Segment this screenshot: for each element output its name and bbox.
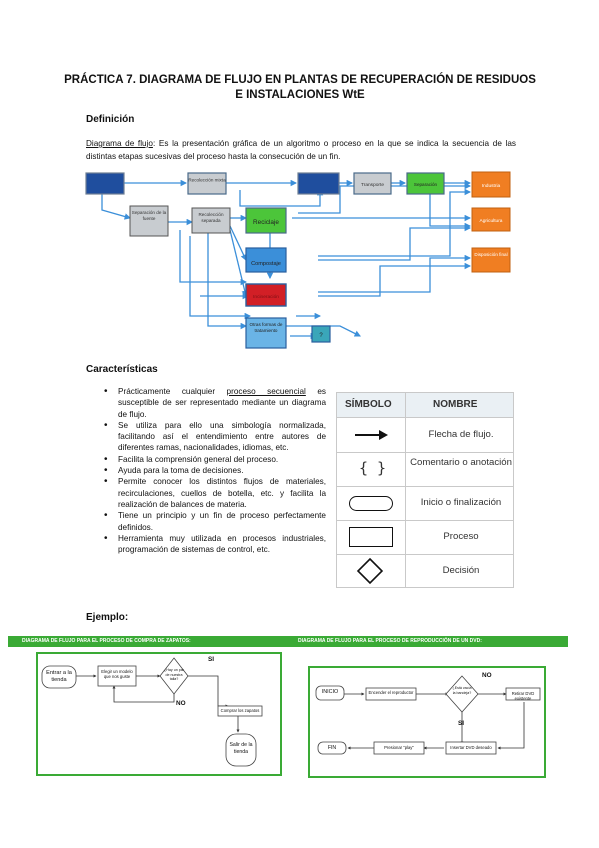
section-heading-ejemplo: Ejemplo: [86,612,129,623]
label-compostaje: Compostaje [251,261,281,267]
col-symbol: SÍMBOLO [345,399,392,410]
definition-text: : Es la presentación gráfica de un algor… [86,139,516,161]
diagram-box-separacion [406,172,445,195]
diagram-box-question [311,325,331,343]
label-question: ? [319,333,323,339]
list-item: Facilita la comprensión general del proc… [104,454,326,466]
definition-term: Diagrama de flujo [86,139,153,148]
ex2-play: Presionar "play" [384,745,414,750]
ex2-no: NO [482,672,492,679]
example1-frame: Entrar a la tienda Elegir un modelo que … [36,652,282,776]
example2-diagram [315,675,541,755]
diagram-box-compostaje [245,247,287,273]
example2-banner: DIAGRAMA DE FLUJO PARA EL PROCESO DE REP… [284,636,568,647]
diagram-box-recoleccion-mixta [187,172,227,195]
diagram-box-separacion-fuente [129,205,169,237]
list-item: Prácticamente cualquier proceso secuenci… [104,386,326,420]
section-heading-caracteristicas: Características [86,364,158,375]
list-item: Ayuda para la toma de decisiones. [104,465,326,477]
diagram-box-agricultura [471,207,511,232]
ex1-no: NO [176,700,186,707]
table-row: Proceso [337,520,513,555]
list-item: Tiene un principio y un fin de proceso p… [104,510,326,533]
ex2-end: FIN [327,745,337,751]
label-separacion-fuente: Separación de la fuente [131,210,167,221]
ex1-start: Entrar a la tienda [46,670,72,683]
diamond-icon [356,557,384,585]
waste-flow-diagram: Recolección mixta Transporte Separación … [85,171,511,349]
diagram-box-otras-formas [245,317,287,349]
braces-icon: { } [359,459,387,477]
diagram-box-source [85,172,125,195]
label-reciclaje: Reciclaje [253,219,279,226]
ex1-decision: ¿Hay un par de nuestra talla? [164,668,184,681]
table-row: { } Comentario o anotación [337,452,513,487]
table-row: Inicio o finalización [337,486,513,521]
label-otras-formas: Otras formas de tratamiento [249,322,283,333]
diagram-box-disposicion-final [471,247,511,273]
ex1-end: Salir de la tienda [229,742,253,755]
ex2-power: Encender el reproductor [368,690,414,695]
section-heading-definicion: Definición [86,114,135,125]
svg-text:Recolección mixta: Recolección mixta [188,178,226,183]
ex2-decision: ¿Está vacía la bandeja? [452,686,472,695]
rect-icon [349,527,393,547]
list-item: Se utiliza para ello una simbología norm… [104,420,326,454]
ex2-si: SI [458,720,465,727]
rounded-rect-icon [349,496,393,511]
diagram-box-transporte [353,172,392,195]
arrow-icon [355,430,388,440]
characteristics-list: Prácticamente cualquier proceso secuenci… [104,386,326,555]
page-title: PRÁCTICA 7. DIAGRAMA DE FLUJO EN PLANTAS… [64,74,536,101]
example1-banner: DIAGRAMA DE FLUJO PARA EL PROCESO DE COM… [8,636,292,647]
label-transporte: Transporte [361,182,384,188]
label-industria: Industria [482,183,501,189]
table-row: Flecha de flujo. [337,418,513,453]
diagram-box-reciclaje [245,207,287,234]
col-name: NOMBRE [433,399,478,410]
link-proceso-secuencial[interactable]: proceso secuencial [226,387,306,396]
ex1-si: SI [208,656,215,663]
table-row: Decisión [337,554,513,587]
diagram-box-incineracion [245,283,287,307]
label-recoleccion-separada: Recolección separada [198,212,224,223]
label-agricultura: Agricultura [480,218,503,224]
label-separacion: Separación [414,182,438,187]
diagram-box-collection [297,172,340,195]
ex2-remove: Retirar DVD existente [511,691,535,701]
definition-paragraph: Diagrama de flujo: Es la presentación gr… [86,137,516,163]
diagram-box-industria [471,171,511,198]
ex2-start: INICIO [321,689,339,695]
list-item: Herramienta muy utilizada en procesos in… [104,533,326,556]
example2-frame: INICIO Encender el reproductor ¿Está vac… [308,666,546,778]
ex1-choose: Elegir un modelo que nos guste [101,669,133,679]
ex1-buy: Comprar los zapatos [220,708,260,713]
list-item: Permite conocer los distintos flujos de … [104,476,326,510]
label-incineracion: Incineración [253,294,279,300]
symbol-table-header: SÍMBOLO NOMBRE [337,393,513,418]
ex2-insert: Insertar DVD deseado [450,745,492,750]
diagram-box-recoleccion-separada [191,207,231,234]
example1-diagram [41,657,263,767]
symbol-table: SÍMBOLO NOMBRE Flecha de flujo. { } Come… [336,392,514,588]
label-recoleccion-mixta: Recolección mixta [188,178,226,183]
label-disposicion-final: Disposición final [474,252,508,257]
